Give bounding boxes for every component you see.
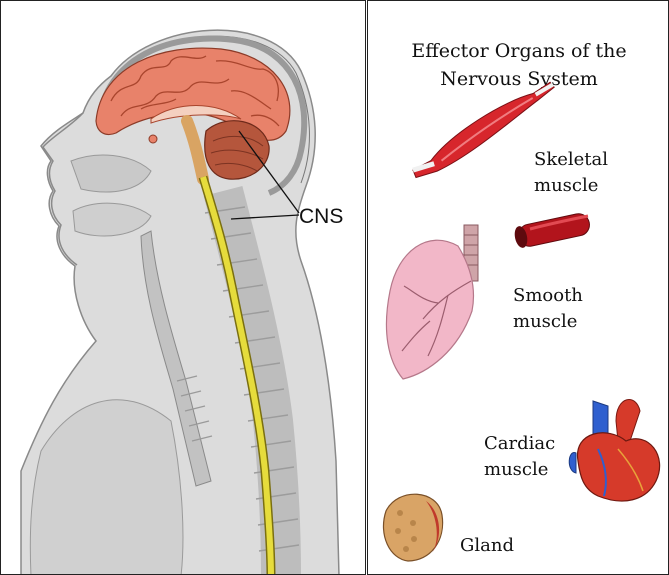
heart-figure bbox=[569, 400, 659, 501]
skeletal-label-line-2: muscle bbox=[534, 173, 608, 199]
cardiac-label-line-1: Cardiac bbox=[484, 431, 555, 457]
skeletal-muscle-label: Skeletal muscle bbox=[534, 147, 608, 199]
gland-label: Gland bbox=[460, 535, 514, 556]
skeletal-label-line-1: Skeletal bbox=[534, 147, 608, 173]
pituitary bbox=[149, 135, 157, 143]
smooth-label-line-2: muscle bbox=[513, 309, 583, 335]
lung-figure bbox=[386, 225, 478, 379]
smooth-muscle-figure bbox=[513, 212, 592, 249]
cardiac-label-line-2: muscle bbox=[484, 457, 555, 483]
anatomy-illustration bbox=[1, 1, 366, 575]
anatomy-panel: CNS bbox=[0, 0, 366, 575]
cns-label: CNS bbox=[299, 205, 343, 229]
smooth-muscle-label: Smooth muscle bbox=[513, 283, 583, 335]
effector-organs-panel: Effector Organs of the Nervous System bbox=[367, 0, 669, 575]
smooth-label-line-1: Smooth bbox=[513, 283, 583, 309]
cardiac-muscle-label: Cardiac muscle bbox=[484, 431, 555, 483]
gland-figure bbox=[383, 494, 442, 561]
